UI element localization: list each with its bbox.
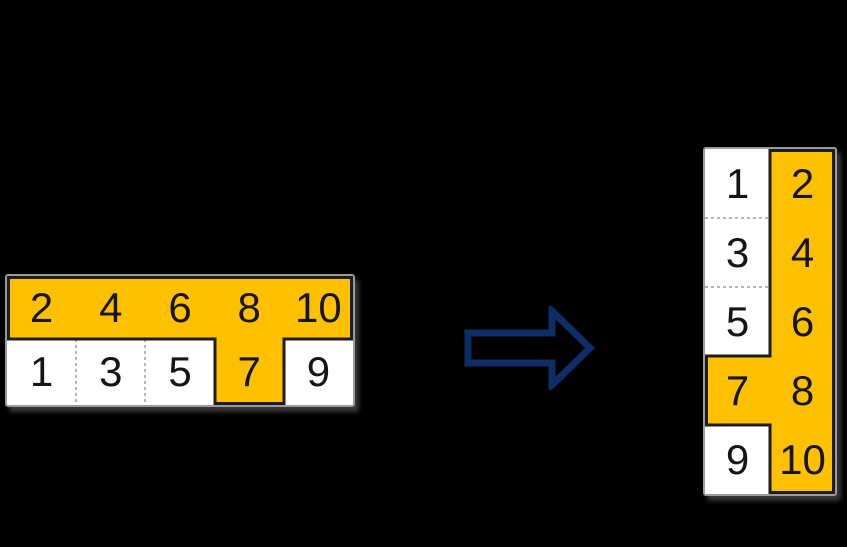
grid-cell: 1 [725, 159, 750, 207]
grid-row-odd: 1 3 5 7 9 [7, 339, 353, 405]
grid-cell: 10 [779, 435, 826, 483]
grid-cell: 6 [790, 297, 815, 345]
grid-cell: 9 [306, 348, 331, 395]
horizontal-number-grid: 2 4 6 8 10 1 3 5 7 9 [5, 274, 355, 407]
vertical-number-grid: 1 2 3 4 5 6 7 8 9 10 [703, 147, 837, 496]
highlight-region-horizontal [7, 276, 353, 405]
grid-cell: 1 [29, 348, 54, 395]
grid-cell: 6 [168, 283, 192, 331]
transform-arrow-icon [463, 306, 595, 390]
grid-row: 7 8 [705, 356, 835, 425]
grid-cell: 8 [790, 366, 815, 414]
grid-cell: 10 [295, 283, 342, 331]
highlight-shape [705, 149, 835, 494]
grid-cell: 7 [725, 366, 750, 414]
grid-row-even: 2 4 6 8 10 [7, 276, 353, 339]
grid-cell: 4 [790, 228, 815, 276]
grid-row: 5 6 [705, 287, 835, 356]
grid-cell: 3 [99, 348, 123, 395]
grid-cell: 9 [725, 435, 750, 483]
grid-cell: 4 [99, 283, 123, 331]
highlight-region-vertical [705, 149, 835, 494]
grid-row: 3 4 [705, 218, 835, 287]
grid-cell: 2 [790, 159, 815, 207]
grid-cell: 5 [725, 297, 750, 345]
grid-cell: 5 [168, 348, 192, 395]
block-arrow-outline [464, 306, 595, 390]
grid-cell: 3 [725, 228, 750, 276]
grid-cell: 8 [237, 283, 261, 331]
highlight-shape [7, 276, 353, 405]
grid-cell: 2 [29, 283, 54, 331]
grid-row: 1 2 [705, 149, 835, 218]
grid-cell: 7 [237, 348, 261, 395]
grid-row: 9 10 [705, 425, 835, 494]
